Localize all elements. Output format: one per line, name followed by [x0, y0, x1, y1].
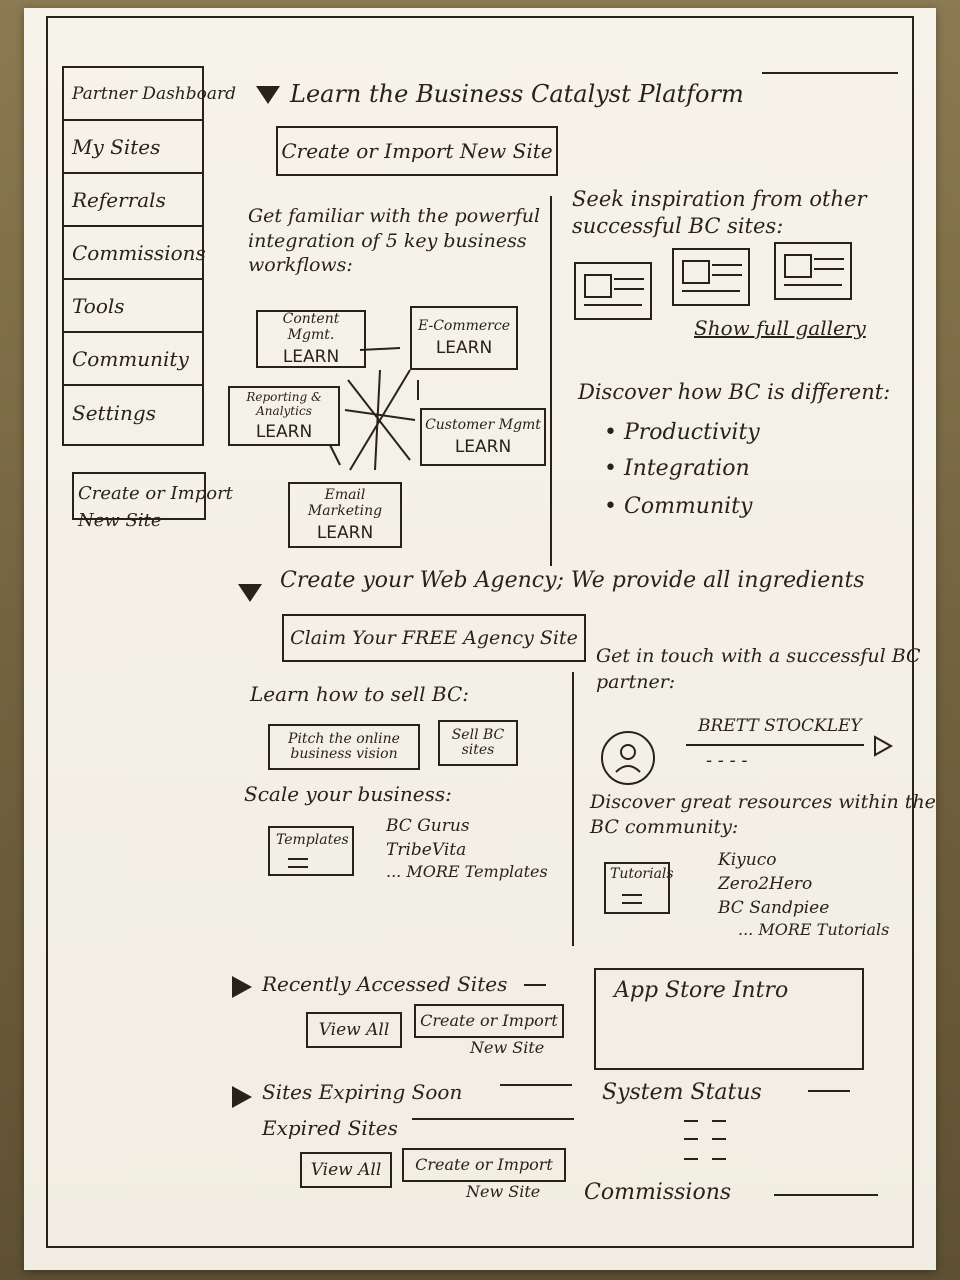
- workflow-name: Customer Mgmt: [425, 417, 541, 433]
- sell-title: Learn how to sell BC:: [250, 682, 470, 706]
- sidebar-item-my-sites[interactable]: My Sites: [64, 121, 202, 174]
- tutorial-item[interactable]: BC Sandpiee: [718, 898, 830, 918]
- sidebar-item-referrals[interactable]: Referrals: [64, 174, 202, 227]
- sidebar-create-site-button[interactable]: [72, 472, 206, 520]
- system-status-title: System Status: [602, 1080, 762, 1105]
- expiring-create-sub: New Site: [466, 1182, 541, 1201]
- sidebar-item-settings[interactable]: Settings: [64, 386, 202, 439]
- play-arrow-icon[interactable]: [872, 734, 894, 758]
- learn-link[interactable]: LEARN: [255, 422, 313, 442]
- bullet-item: • Community: [604, 494, 753, 519]
- sidebar-item-label: Partner Dashboard: [72, 83, 237, 104]
- title-rule: [774, 1194, 878, 1196]
- learn-link[interactable]: LEARN: [454, 437, 512, 457]
- template-item[interactable]: TribeVita: [386, 840, 467, 860]
- sidebar-item-partner-dashboard[interactable]: Partner Dashboard: [64, 68, 236, 121]
- tutorial-item[interactable]: Kiyuco: [718, 850, 777, 870]
- workflow-reporting-analytics[interactable]: Reporting & Analytics LEARN: [228, 386, 340, 446]
- page-frame: [46, 16, 914, 1248]
- title-rule: [808, 1090, 850, 1092]
- sidebar-item-community[interactable]: Community: [64, 333, 202, 386]
- title-rule: [524, 984, 546, 986]
- sidebar-item-label: Commissions: [72, 240, 206, 265]
- learn-link[interactable]: LEARN: [282, 347, 340, 367]
- sell-bc-sites-button[interactable]: Sell BC sites: [438, 720, 518, 766]
- title-rule: [412, 1118, 574, 1120]
- recent-create-site-button[interactable]: Create or Import: [414, 1004, 564, 1038]
- collapse-triangle-icon[interactable]: [238, 584, 262, 602]
- recent-section-title: Recently Accessed Sites: [262, 972, 508, 996]
- workflows-intro: Get familiar with the powerful integrati…: [248, 205, 541, 277]
- show-gallery-link[interactable]: Show full gallery: [694, 316, 866, 340]
- expired-sites-label: Expired Sites: [262, 1116, 398, 1140]
- scale-title: Scale your business:: [244, 782, 452, 806]
- tutorial-item[interactable]: Zero2Hero: [718, 874, 813, 894]
- agency-section-title: Create your Web Agency; We provide all i…: [280, 568, 865, 593]
- more-templates-link[interactable]: ... MORE Templates: [386, 862, 548, 881]
- more-tutorials-link[interactable]: ... MORE Tutorials: [738, 920, 890, 939]
- workflow-ecommerce[interactable]: E-Commerce LEARN: [410, 306, 518, 370]
- tutorials-label: Tutorials: [610, 866, 674, 882]
- sidebar-item-label: Tools: [72, 293, 125, 318]
- learn-create-site-button[interactable]: Create or Import New Site: [276, 126, 558, 176]
- recent-create-sub: New Site: [470, 1038, 545, 1057]
- title-rule: [762, 72, 898, 74]
- learn-column-divider: [550, 196, 552, 566]
- workflow-name: Reporting & Analytics: [246, 390, 322, 418]
- different-title: Discover how BC is different:: [578, 380, 891, 404]
- templates-label: Templates: [276, 832, 349, 848]
- sketch-paper: [24, 8, 936, 1270]
- agency-column-divider: [572, 672, 574, 946]
- workflow-content-mgmt[interactable]: Content Mgmt. LEARN: [256, 310, 366, 368]
- expand-triangle-icon[interactable]: [232, 976, 252, 998]
- sidebar-item-label: Referrals: [72, 187, 166, 212]
- site-thumbnail[interactable]: [774, 242, 852, 300]
- workflow-customer-mgmt[interactable]: Customer Mgmt LEARN: [420, 408, 546, 466]
- site-thumbnail[interactable]: [672, 248, 750, 306]
- sidebar-item-label: Settings: [72, 400, 156, 425]
- template-item[interactable]: BC Gurus: [386, 816, 470, 836]
- templates-card[interactable]: Templates: [268, 826, 354, 876]
- sidebar-item-tools[interactable]: Tools: [64, 280, 202, 333]
- workflow-email-marketing[interactable]: Email Marketing LEARN: [288, 482, 402, 548]
- resources-title: Discover great resources within the BC c…: [590, 791, 936, 838]
- partner-title: Get in touch with a successful BC partne…: [596, 645, 921, 693]
- app-store-title: App Store Intro: [614, 978, 789, 1003]
- recent-view-all-button[interactable]: View All: [306, 1012, 402, 1048]
- partner-name[interactable]: BRETT STOCKLEY: [698, 716, 862, 736]
- user-avatar-icon[interactable]: [600, 730, 656, 786]
- commissions-title: Commissions: [584, 1180, 732, 1205]
- sidebar-nav: Partner Dashboard My Sites Referrals Com…: [62, 66, 236, 446]
- title-rule: [500, 1084, 572, 1086]
- workflow-connector-arrows: [329, 347, 419, 471]
- sidebar-item-label: My Sites: [72, 134, 161, 159]
- partner-sub: - - - -: [706, 750, 748, 771]
- expiring-create-site-button[interactable]: Create or Import: [402, 1148, 566, 1182]
- sidebar-item-label: Community: [72, 346, 189, 371]
- app-store-panel[interactable]: App Store Intro: [594, 968, 864, 1070]
- sidebar-create-site-label: Create or Import New Site: [78, 483, 233, 531]
- learn-section-title: Learn the Business Catalyst Platform: [290, 80, 744, 108]
- expand-triangle-icon[interactable]: [232, 1086, 252, 1108]
- workflow-name: E-Commerce: [417, 318, 510, 334]
- inspiration-title: Seek inspiration from other successful B…: [572, 187, 867, 239]
- site-thumbnail[interactable]: [574, 262, 652, 320]
- partner-name-rule: [686, 744, 864, 746]
- bullet-item: • Productivity: [604, 420, 760, 445]
- learn-link[interactable]: LEARN: [316, 523, 374, 543]
- workflow-name: Content Mgmt.: [282, 311, 340, 343]
- pitch-vision-button[interactable]: Pitch the online business vision: [268, 724, 420, 770]
- sidebar-item-commissions[interactable]: Commissions: [64, 227, 206, 280]
- tutorials-card[interactable]: Tutorials: [604, 862, 674, 914]
- learn-link[interactable]: LEARN: [435, 338, 493, 358]
- bullet-item: • Integration: [604, 456, 750, 481]
- workflow-name: Email Marketing: [307, 487, 383, 519]
- collapse-triangle-icon[interactable]: [256, 86, 280, 104]
- claim-agency-site-button[interactable]: Claim Your FREE Agency Site: [282, 614, 586, 662]
- expiring-view-all-button[interactable]: View All: [300, 1152, 392, 1188]
- expiring-section-title: Sites Expiring Soon: [262, 1080, 463, 1104]
